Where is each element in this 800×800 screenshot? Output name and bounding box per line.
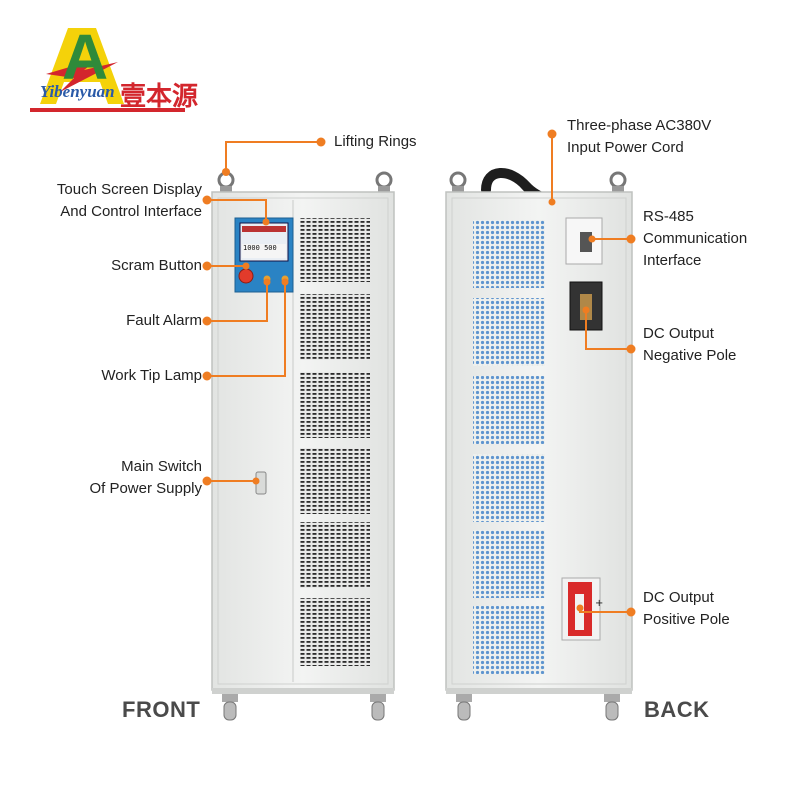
front-vent [300, 372, 370, 438]
callout-lifting-rings-text: Lifting Rings [334, 133, 417, 150]
back-view-label: BACK [644, 697, 710, 722]
front-vent [300, 522, 370, 588]
callout-main-switch-line1: Main Switch [121, 458, 202, 475]
back-fan-grid [473, 376, 545, 444]
front-vent [300, 448, 370, 514]
back-fan-grid [473, 530, 545, 598]
logo-latin-name: Yibenyuan [40, 82, 115, 101]
back-caster-left [456, 694, 472, 721]
front-vent [300, 294, 370, 360]
callout-dc-negative-line2: Negative Pole [643, 347, 737, 364]
callout-work-tip-lamp: Work Tip Lamp [101, 365, 202, 387]
callout-work-tip-lamp-text: Work Tip Lamp [101, 367, 202, 384]
callout-dc-positive: DC Output Positive Pole [643, 587, 730, 631]
back-cabinet: + [445, 168, 633, 721]
logo-letter: A [62, 21, 109, 93]
front-caster-left [222, 694, 238, 721]
back-fan-grid [473, 606, 545, 674]
callout-lifting-rings: Lifting Rings [334, 131, 417, 153]
front-vent [300, 218, 370, 282]
back-fan-grid [473, 298, 545, 366]
logo-cjk-name: 壹本源 [120, 82, 199, 112]
callout-input-cord: Three-phase AC380V Input Power Cord [567, 115, 711, 159]
callout-rs485: RS-485 Communication Interface [643, 206, 747, 272]
callout-dc-positive-line1: DC Output [643, 589, 714, 606]
callout-touch-screen-line2: And Control Interface [60, 203, 202, 220]
svg-text:+: + [595, 598, 603, 609]
logo-lightning-icon [46, 58, 118, 92]
front-lifting-ring-right [375, 171, 393, 189]
callout-main-switch-line2: Of Power Supply [89, 480, 202, 497]
callout-dc-positive-line2: Positive Pole [643, 611, 730, 628]
rs485-port[interactable] [580, 232, 592, 252]
callout-main-switch: Main Switch Of Power Supply [89, 456, 202, 500]
callout-touch-screen-line1: Touch Screen Display [56, 181, 202, 198]
callout-dots [202, 129, 636, 617]
back-lifting-ring-left [449, 171, 467, 189]
callout-rs485-line2: Communication [643, 230, 748, 247]
callout-rs485-line1: RS-485 [643, 208, 694, 225]
callout-fault-alarm-text: Fault Alarm [126, 312, 202, 329]
callout-scram-button-text: Scram Button [111, 257, 202, 274]
callout-touch-screen: Touch Screen Display And Control Interfa… [57, 179, 202, 223]
callout-input-cord-line2: Input Power Cord [567, 139, 684, 156]
front-cabinet [211, 171, 395, 721]
brand-logo [30, 28, 185, 112]
callout-rs485-line3: Interface [643, 252, 702, 269]
callout-lines [210, 134, 628, 613]
callout-input-cord-line1: Three-phase AC380V [567, 117, 712, 134]
back-caster-right [604, 694, 620, 721]
callout-dc-negative-line1: DC Output [643, 325, 714, 342]
scram-button[interactable] [238, 268, 254, 284]
logo-underline [30, 108, 185, 112]
callout-scram-button: Scram Button [111, 255, 202, 277]
front-caster-right [370, 694, 386, 721]
callout-fault-alarm: Fault Alarm [126, 310, 202, 332]
back-fan-grid [473, 454, 545, 522]
front-vent [300, 598, 370, 666]
callout-dc-negative: DC Output Negative Pole [643, 323, 736, 367]
back-lifting-ring-right [609, 171, 627, 189]
back-fan-grid [473, 220, 545, 288]
screen-readout: 1000 500 [243, 244, 277, 252]
front-view-label: FRONT [122, 697, 201, 722]
